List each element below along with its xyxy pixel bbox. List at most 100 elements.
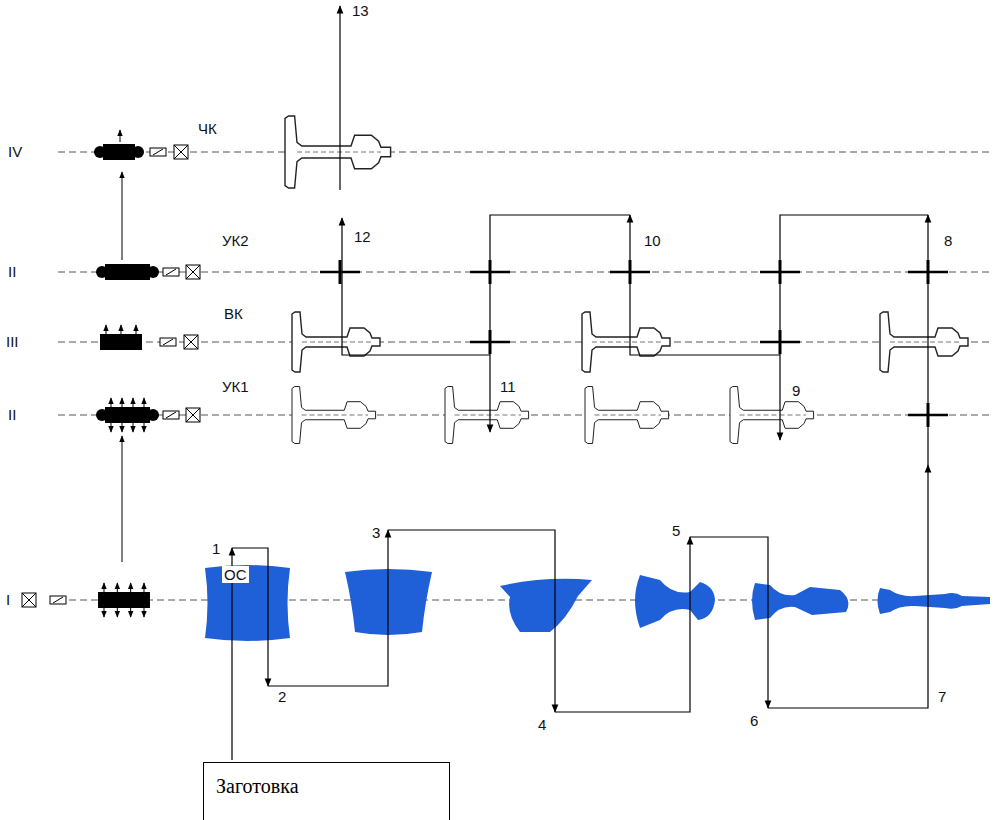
motion-arrow — [120, 130, 121, 142]
box-text: Заготовка — [204, 763, 309, 798]
station-label: ОС — [222, 566, 249, 583]
drive-symbol — [50, 596, 66, 604]
center-line — [740, 415, 807, 416]
center-line — [890, 342, 960, 343]
center-line — [592, 342, 662, 343]
callout-number: 4 — [536, 716, 548, 733]
transfer-arrow — [122, 172, 123, 260]
drive-symbol — [150, 148, 166, 156]
station-label: УК1 — [220, 378, 251, 395]
press-symbol — [105, 407, 150, 423]
billet-shape — [752, 583, 848, 620]
billet-shape — [635, 575, 715, 628]
station-label: II — [6, 263, 18, 280]
motion-arrow — [106, 325, 107, 334]
motion-arrow — [122, 398, 123, 407]
callout-number: 8 — [942, 232, 954, 249]
forging-profile — [880, 312, 968, 372]
forging-profile — [292, 312, 380, 372]
press-symbol — [98, 592, 150, 608]
station-label: ЧК — [196, 120, 219, 137]
transfer-arrow — [268, 530, 388, 686]
motion-arrow — [130, 583, 131, 592]
stop-symbol — [184, 335, 198, 349]
motion-arrow — [136, 325, 137, 334]
transfer-arrow — [927, 215, 928, 465]
motion-arrow — [144, 398, 145, 407]
motion-arrow — [144, 583, 145, 592]
motion-arrow — [133, 423, 134, 432]
drive-symbol — [160, 338, 176, 346]
transfer-arrow — [342, 218, 490, 355]
motion-arrow — [130, 608, 131, 617]
stop-symbol — [186, 408, 200, 422]
center-line — [297, 152, 381, 153]
motion-arrow — [144, 423, 145, 432]
station-label: УК2 — [220, 232, 251, 249]
blank-box: Заготовка — [203, 762, 450, 820]
station-label: I — [4, 591, 12, 608]
axis-line — [58, 152, 992, 153]
center-line — [302, 415, 369, 416]
callout-number: 6 — [748, 712, 760, 729]
motion-arrow — [121, 325, 122, 334]
callout-number: 13 — [350, 2, 371, 19]
center-line — [302, 342, 372, 343]
callout-number: 12 — [352, 228, 373, 245]
transfer-arrow — [555, 537, 690, 712]
station-label: III — [4, 333, 21, 350]
press-symbol — [105, 264, 150, 280]
billet-shape — [878, 588, 991, 614]
callout-number: 10 — [642, 232, 663, 249]
motion-arrow — [117, 583, 118, 592]
station-label: II — [6, 406, 18, 423]
transfer-arrow — [780, 215, 928, 440]
drive-symbol — [153, 149, 163, 155]
callout-number: 1 — [210, 540, 222, 557]
transfer-arrow — [490, 215, 630, 432]
transfer-arrow — [339, 6, 340, 190]
drive-symbol — [163, 268, 179, 276]
drive-symbol — [163, 411, 179, 419]
callout-number: 2 — [276, 688, 288, 705]
forging-profile — [285, 116, 391, 188]
transfer-arrow — [630, 215, 780, 355]
drive-symbol — [53, 597, 63, 603]
center-line — [455, 415, 522, 416]
press-symbol — [100, 334, 142, 350]
forging-profile — [445, 387, 529, 444]
stop-symbol — [186, 265, 200, 279]
callout-number: 9 — [790, 382, 802, 399]
press-symbol — [103, 144, 135, 160]
motion-arrow — [144, 608, 145, 617]
motion-arrow — [133, 398, 134, 407]
callout-number: 7 — [936, 688, 948, 705]
transfer-arrow — [690, 537, 768, 708]
callout-number: 3 — [370, 524, 382, 541]
forging-profile — [292, 387, 376, 444]
motion-arrow — [117, 608, 118, 617]
billet-shape — [500, 579, 592, 632]
drive-symbol — [166, 412, 176, 418]
forging-profile — [582, 312, 670, 372]
stop-symbol — [186, 265, 200, 279]
stop-symbol — [174, 145, 188, 159]
stop-symbol — [22, 593, 36, 607]
transfer-arrow — [388, 530, 555, 712]
motion-arrow — [122, 423, 123, 432]
drive-symbol — [163, 339, 173, 345]
motion-arrow — [104, 583, 105, 592]
motion-arrow — [111, 398, 112, 407]
stop-symbol — [174, 145, 188, 159]
transfer-arrow — [768, 465, 928, 708]
billet-shape — [205, 565, 290, 641]
station-label: IV — [6, 143, 24, 160]
callout-number: 5 — [670, 522, 682, 539]
stop-symbol — [22, 593, 36, 607]
drive-symbol — [166, 269, 176, 275]
motion-arrow — [104, 608, 105, 617]
stop-symbol — [184, 335, 198, 349]
motion-arrow — [111, 423, 112, 432]
